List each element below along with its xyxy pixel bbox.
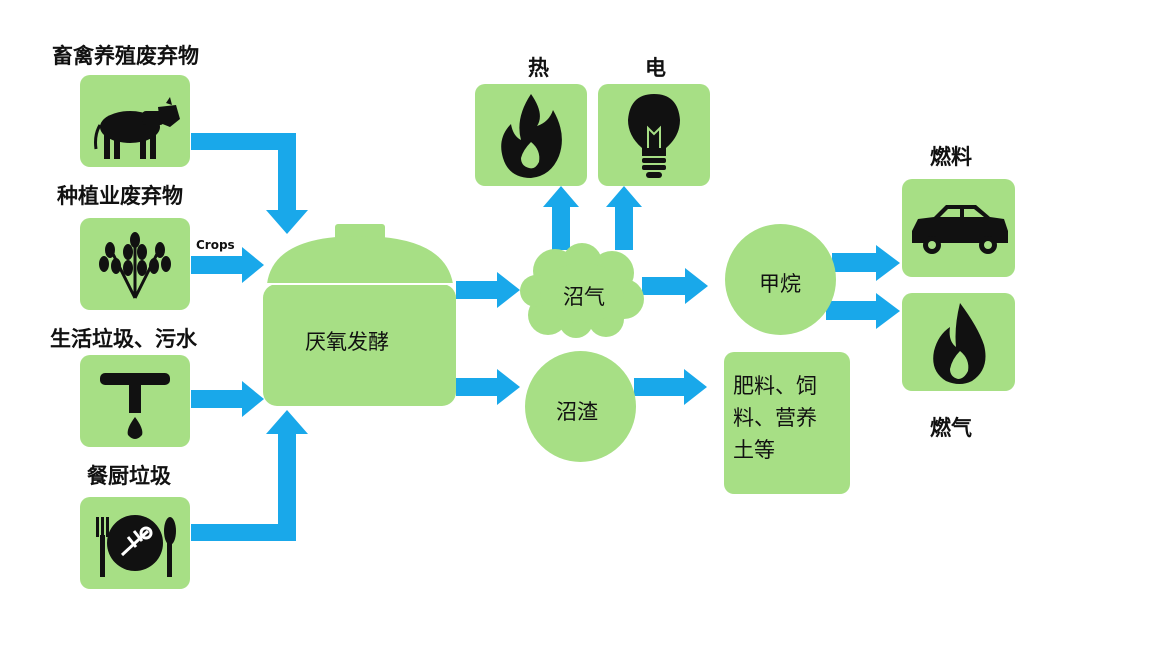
label-domestic-waste: 生活垃圾、污水 [50,327,197,351]
label-residue: 沼渣 [556,400,598,424]
crop-waste-box [80,218,190,310]
faucet-icon [100,373,170,439]
methane-circle [725,224,836,335]
arrow-digester-to-biogas [456,272,520,308]
fertilizer-line-2: 料、营养 [733,406,817,430]
label-fertilizer: 肥料、饲 料、营养 土等 [733,370,843,466]
arrow-methane-to-fuel [832,245,900,281]
arrow-crops-to-digester [191,247,264,283]
arrow-biogas-to-electricity [606,186,642,250]
label-methane: 甲烷 [759,272,801,296]
digester-tank [263,224,456,406]
cow-icon [94,97,180,159]
domestic-waste-box [80,355,190,447]
fertilizer-box [724,352,850,494]
arrow-kitchen-to-digester [191,410,308,541]
label-fuel: 燃料 [930,145,972,169]
fuel-box [902,179,1015,277]
arrow-domestic-to-digester [191,381,264,417]
label-crops-tag: Crops [196,238,235,252]
label-heat: 热 [528,56,549,80]
fire-icon [501,94,562,178]
gas-box [902,293,1015,391]
residue-circle [525,351,636,462]
arrow-biogas-to-methane [642,268,708,304]
flame-icon [933,303,986,384]
label-kitchen-waste: 餐厨垃圾 [87,464,171,488]
arrow-livestock-to-digester [191,133,308,234]
label-electricity: 电 [645,56,666,80]
label-livestock-waste: 畜禽养殖废弃物 [52,44,199,68]
arrow-methane-to-gas [826,293,900,329]
label-anaerobic-digestion: 厌氧发酵 [305,330,389,354]
plate-icon [96,515,176,577]
fertilizer-line-1: 肥料、饲 [733,374,817,398]
electricity-box [598,84,710,186]
kitchen-waste-box [80,497,190,589]
label-gas: 燃气 [930,416,972,440]
lightbulb-icon [628,94,680,178]
arrow-digester-to-residue [456,369,520,405]
fertilizer-line-3: 土等 [733,438,775,462]
label-biogas: 沼气 [563,285,605,309]
livestock-box [80,75,190,167]
arrow-residue-to-fertilizer [634,369,707,405]
biogas-cloud [520,243,644,338]
wheat-icon [99,232,171,299]
heat-box [475,84,587,186]
car-icon [912,205,1008,254]
label-crop-waste: 种植业废弃物 [57,184,183,208]
arrow-biogas-to-heat [543,186,579,250]
